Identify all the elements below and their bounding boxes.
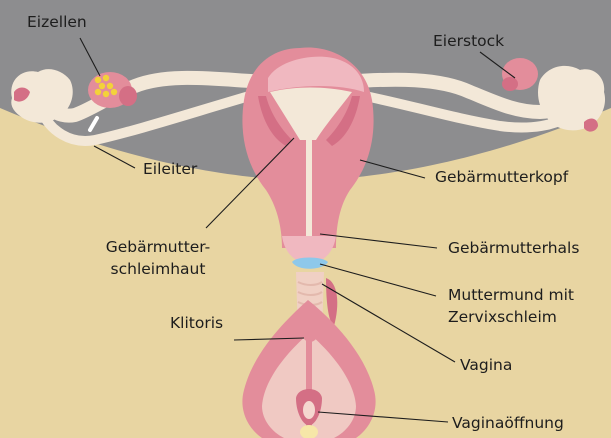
vaginal-opening-center: [303, 401, 315, 419]
label-vaginaoeffnung: Vaginaöffnung: [452, 412, 564, 434]
label-gebaermutterschleimhaut-line2: schleimhaut: [94, 258, 222, 280]
label-muttermund: Muttermund mit Zervixschleim: [448, 284, 574, 328]
cervical-canal: [306, 140, 312, 250]
label-muttermund-line1: Muttermund mit: [448, 284, 574, 306]
label-gebaermutterschleimhaut-line1: Gebärmutter-: [94, 236, 222, 258]
label-eileiter: Eileiter: [143, 158, 197, 180]
left-ovary-highlight: [119, 86, 137, 106]
label-vagina: Vagina: [460, 354, 512, 376]
label-gebaermutterschleimhaut: Gebärmutter- schleimhaut: [94, 236, 222, 280]
right-fimbriae-accent: [584, 119, 598, 132]
label-eierstock: Eierstock: [433, 30, 504, 52]
label-eizellen: Eizellen: [27, 11, 87, 33]
right-ovary-shade: [502, 77, 518, 91]
label-klitoris: Klitoris: [170, 312, 223, 334]
label-gebaermutterkopf: Gebärmutterkopf: [435, 166, 568, 188]
label-muttermund-line2: Zervixschleim: [448, 306, 574, 328]
label-gebaermutterhals: Gebärmutterhals: [448, 237, 579, 259]
